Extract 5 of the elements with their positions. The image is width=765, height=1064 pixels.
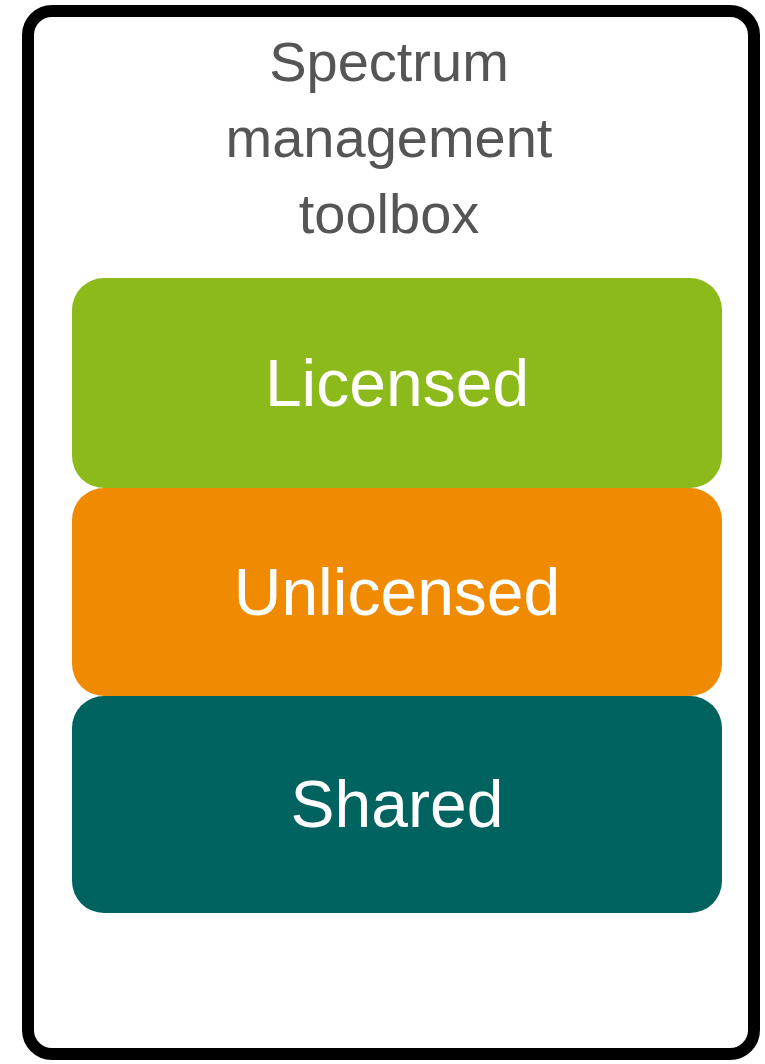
category-box: Licensed [72,278,722,488]
category-box: Shared [72,696,722,913]
group-title: Spectrum management toolbox [224,29,554,247]
group-frame [22,5,760,1060]
category-box: Unlicensed [72,488,722,696]
